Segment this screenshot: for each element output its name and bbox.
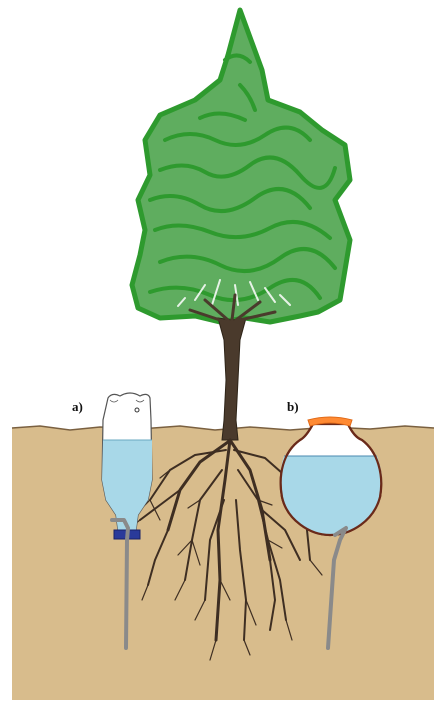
tree-foliage	[132, 10, 350, 322]
label-b: b)	[287, 400, 299, 413]
label-a: a)	[72, 400, 83, 413]
